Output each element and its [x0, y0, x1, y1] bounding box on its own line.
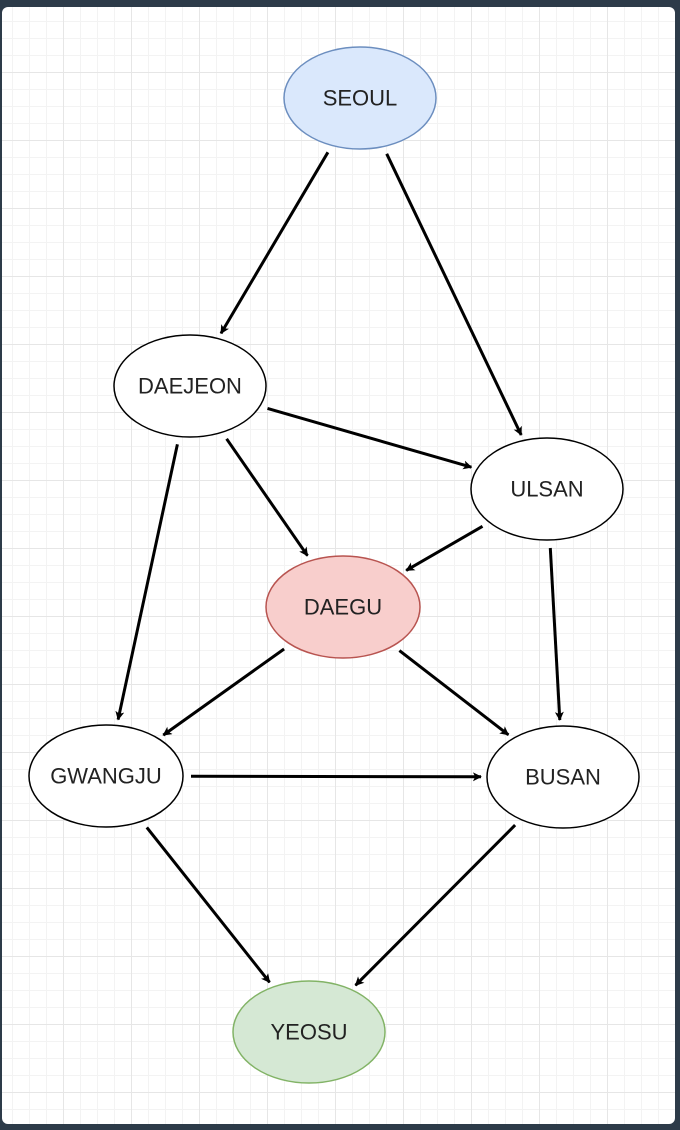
edge-gwangju-busan[interactable] — [190, 772, 482, 782]
node-gwangju-shape — [28, 724, 184, 828]
node-daegu-shape — [265, 555, 421, 659]
node-yeosu-label: YEOSU — [270, 1020, 347, 1045]
node-seoul-label: SEOUL — [323, 86, 398, 111]
edge-daejeon-ulsan[interactable] — [267, 406, 473, 470]
node-daejeon-label: DAEJEON — [138, 374, 242, 399]
node-busan[interactable]: BUSAN — [486, 725, 640, 829]
node-ulsan-shape — [470, 437, 624, 541]
edge-gwangju-yeosu[interactable] — [145, 826, 271, 984]
edge-ulsan-daegu[interactable] — [405, 525, 484, 572]
node-seoul-shape — [283, 46, 437, 150]
node-busan-shape — [486, 725, 640, 829]
node-ulsan[interactable]: ULSAN — [470, 437, 624, 541]
node-gwangju-label: GWANGJU — [50, 764, 162, 789]
edge-daejeon-daegu[interactable] — [225, 437, 309, 557]
node-daegu-label: DAEGU — [304, 595, 382, 620]
node-gwangju[interactable]: GWANGJU — [28, 724, 184, 828]
node-seoul[interactable]: SEOUL — [283, 46, 437, 150]
edge-daegu-gwangju[interactable] — [162, 647, 285, 737]
edge-seoul-daejeon[interactable] — [219, 151, 330, 335]
edges-layer — [115, 151, 564, 987]
node-yeosu-shape — [232, 980, 386, 1084]
node-daejeon-shape — [113, 334, 267, 438]
node-daejeon[interactable]: DAEJEON — [113, 334, 267, 438]
diagram-canvas[interactable]: SEOUL DAEJEON ULSAN DAEGU GWANGJU BUSAN — [2, 7, 675, 1124]
node-busan-label: BUSAN — [525, 765, 601, 790]
edge-daegu-busan[interactable] — [398, 649, 510, 736]
edge-busan-yeosu[interactable] — [354, 824, 517, 987]
node-yeosu[interactable]: YEOSU — [232, 980, 386, 1084]
edge-seoul-ulsan[interactable] — [385, 153, 523, 436]
diagram-svg: SEOUL DAEJEON ULSAN DAEGU GWANGJU BUSAN — [28, 46, 640, 1084]
node-ulsan-label: ULSAN — [510, 477, 583, 502]
edge-daejeon-gwangju[interactable] — [115, 443, 179, 721]
node-daegu[interactable]: DAEGU — [265, 555, 421, 659]
edge-ulsan-busan[interactable] — [548, 547, 564, 721]
